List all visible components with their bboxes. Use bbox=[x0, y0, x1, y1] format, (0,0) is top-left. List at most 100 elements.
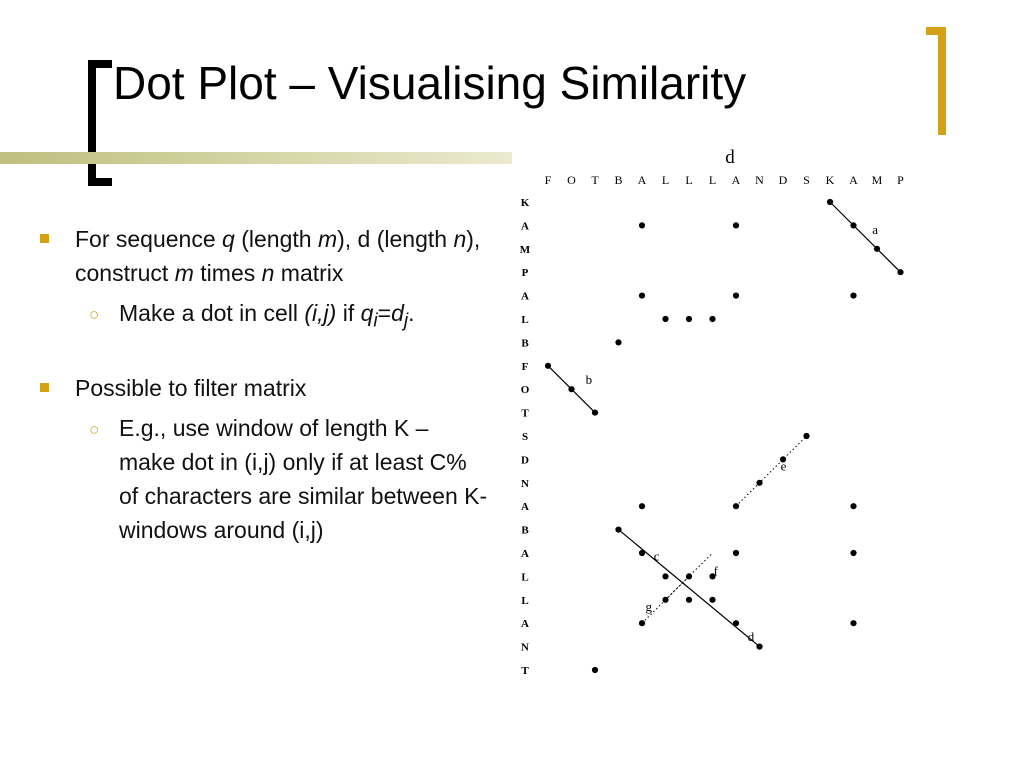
column-label: L bbox=[662, 173, 669, 187]
row-label: P bbox=[522, 267, 529, 279]
row-label: L bbox=[521, 314, 528, 326]
match-dot bbox=[756, 643, 763, 650]
row-label: F bbox=[522, 361, 529, 373]
match-dot bbox=[662, 315, 669, 323]
match-dot bbox=[732, 222, 740, 229]
match-dot bbox=[544, 362, 552, 369]
bullet-circle-icon: ○ bbox=[89, 305, 100, 324]
row-label: D bbox=[521, 454, 529, 466]
column-label: D bbox=[779, 173, 788, 187]
column-label: S bbox=[803, 173, 810, 187]
match-dot bbox=[732, 620, 740, 627]
match-dot bbox=[803, 432, 810, 440]
annotation-label: g bbox=[646, 599, 653, 614]
match-dot bbox=[779, 456, 787, 463]
row-label: A bbox=[521, 618, 529, 630]
row-label: K bbox=[521, 197, 530, 209]
match-dot bbox=[685, 315, 693, 323]
row-label: M bbox=[520, 244, 531, 256]
match-dot bbox=[615, 339, 622, 346]
row-label: A bbox=[521, 220, 529, 232]
row-label: T bbox=[521, 665, 529, 677]
match-dot bbox=[638, 620, 646, 627]
row-label: A bbox=[521, 291, 529, 303]
left-bracket-top bbox=[88, 60, 112, 68]
right-bracket-vertical bbox=[938, 27, 946, 135]
match-dot bbox=[732, 549, 740, 557]
slide-title: Dot Plot – Visualising Similarity bbox=[113, 57, 747, 109]
column-label: P bbox=[897, 173, 904, 187]
row-label: L bbox=[521, 571, 528, 583]
match-dot bbox=[685, 596, 693, 603]
match-dot bbox=[662, 596, 669, 603]
column-label: A bbox=[849, 173, 858, 187]
bullet-square-icon bbox=[40, 234, 49, 243]
match-dot bbox=[662, 573, 669, 580]
bullet-item-filter-matrix: Possible to filter matrix bbox=[40, 371, 490, 405]
dotted-diagonal-line bbox=[641, 552, 713, 624]
match-dot bbox=[568, 386, 575, 393]
annotation-label: d bbox=[748, 629, 755, 644]
row-label: B bbox=[521, 337, 529, 349]
sub-bullet-make-dot: ○Make a dot in cell (i,j) if qi=dj. bbox=[89, 300, 415, 332]
bullet-square-icon bbox=[40, 382, 49, 392]
match-dot bbox=[591, 409, 599, 416]
dots bbox=[544, 198, 904, 674]
row-label: S bbox=[522, 431, 528, 443]
column-label: A bbox=[732, 173, 741, 187]
dotted-diagonal-line bbox=[735, 435, 807, 507]
match-dot bbox=[873, 245, 881, 252]
match-dot bbox=[850, 620, 857, 627]
column-label: B bbox=[614, 173, 622, 187]
match-dot bbox=[638, 292, 646, 299]
solid-diagonal-line bbox=[829, 201, 901, 273]
match-dot bbox=[732, 503, 740, 510]
row-label: N bbox=[521, 478, 529, 490]
column-label: L bbox=[685, 173, 692, 187]
bullet-circle-icon: ○ bbox=[89, 419, 100, 439]
annotation-label: f bbox=[714, 564, 719, 579]
match-dot bbox=[850, 503, 857, 510]
match-dot bbox=[756, 479, 763, 486]
column-label: L bbox=[709, 173, 716, 187]
column-label: O bbox=[567, 173, 576, 187]
match-dot bbox=[826, 198, 834, 206]
column-label: A bbox=[638, 173, 647, 187]
match-dot bbox=[732, 292, 740, 299]
column-label: M bbox=[872, 173, 883, 187]
row-label: B bbox=[521, 525, 529, 537]
match-dot bbox=[615, 526, 622, 533]
row-label: A bbox=[521, 501, 529, 513]
title-underline bbox=[0, 152, 512, 164]
match-dot bbox=[850, 292, 857, 299]
match-dot bbox=[638, 222, 646, 229]
row-label: N bbox=[521, 642, 529, 654]
match-dot bbox=[638, 549, 646, 557]
row-label: A bbox=[521, 548, 529, 560]
dotted-diagonal-line bbox=[665, 576, 690, 601]
match-dot bbox=[685, 573, 693, 580]
match-dot bbox=[709, 596, 716, 603]
bullet-item-construct-matrix: For sequence q (length m), d (length n),… bbox=[40, 222, 490, 290]
match-dot bbox=[591, 666, 599, 674]
row-label: T bbox=[521, 408, 529, 420]
diagonal-lines bbox=[547, 201, 901, 648]
row-label: O bbox=[521, 384, 530, 396]
match-dot bbox=[709, 573, 716, 580]
annotation-label: b bbox=[586, 372, 593, 387]
bullet-list: For sequence q (length m), d (length n),… bbox=[40, 222, 490, 553]
column-label: F bbox=[545, 173, 552, 187]
match-dot bbox=[850, 549, 857, 557]
match-dot bbox=[850, 222, 857, 229]
column-label: T bbox=[591, 173, 599, 187]
column-label: N bbox=[755, 173, 764, 187]
annotation-label: a bbox=[872, 222, 878, 237]
sub-bullet-window-filter: ○E.g., use window of length K – make dot… bbox=[89, 414, 488, 543]
match-dot bbox=[709, 315, 716, 323]
match-dot bbox=[638, 503, 646, 510]
annotation-label: e bbox=[781, 458, 787, 473]
